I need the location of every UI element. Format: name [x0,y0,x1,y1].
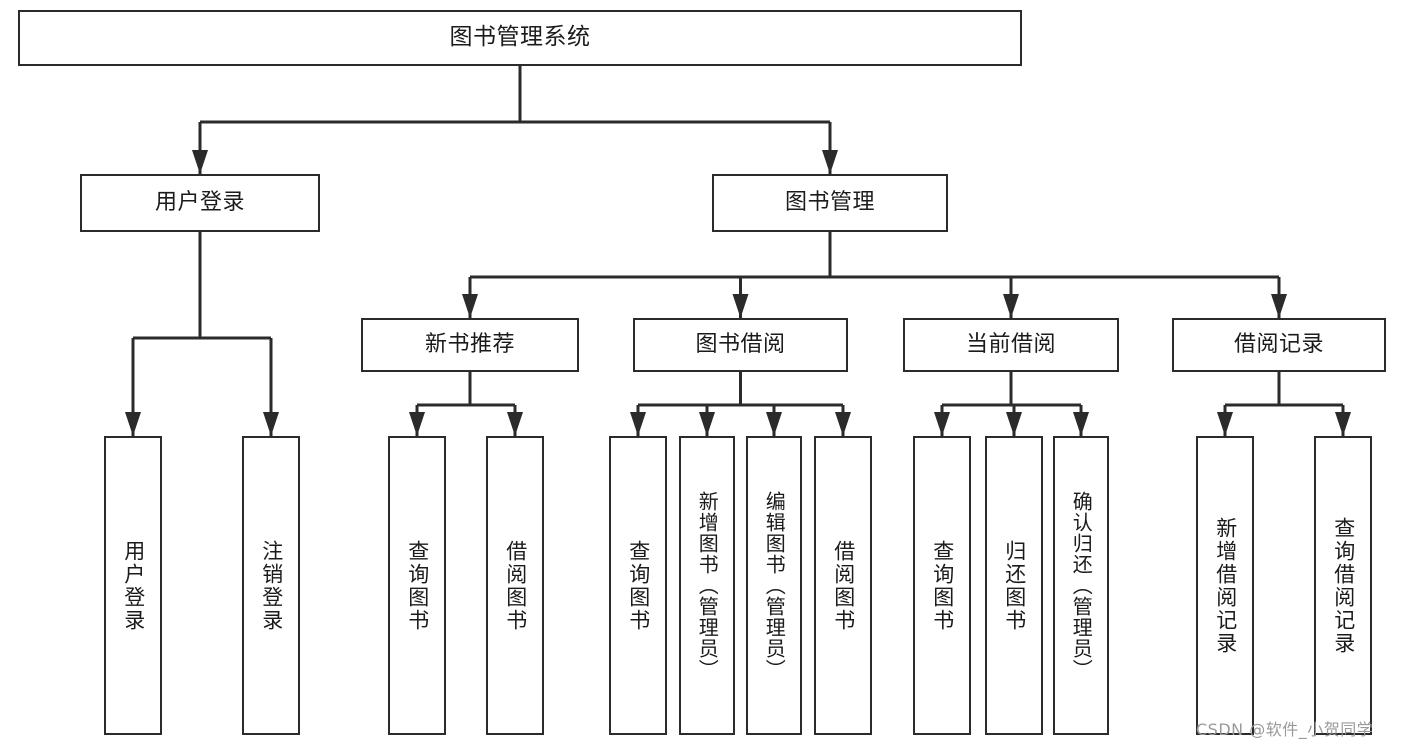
node-leaf-logout[interactable]: 注销登录 [242,436,300,735]
node-label: 查询图书 [930,539,955,632]
node-label: 查询借阅记录 [1331,516,1356,655]
node-root[interactable]: 图书管理系统 [18,10,1022,66]
node-new-book-rec[interactable]: 新书推荐 [361,318,579,372]
node-leaf-return-book[interactable]: 归还图书 [985,436,1043,735]
node-leaf-query-book-1[interactable]: 查询图书 [388,436,446,735]
node-label: 借阅图书 [831,539,856,632]
node-label: 借阅记录 [1233,332,1324,358]
node-leaf-user-login[interactable]: 用户登录 [104,436,162,735]
node-borrow-record[interactable]: 借阅记录 [1172,318,1386,372]
node-label: 当前借阅 [965,332,1056,358]
node-leaf-query-book-2[interactable]: 查询图书 [609,436,667,735]
node-book-manage[interactable]: 图书管理 [712,174,948,232]
node-leaf-query-record[interactable]: 查询借阅记录 [1314,436,1372,735]
node-leaf-query-book-3[interactable]: 查询图书 [913,436,971,735]
node-leaf-add-record[interactable]: 新增借阅记录 [1196,436,1254,735]
node-leaf-add-book[interactable]: 新增图书（管理员） [679,436,735,735]
node-label: 新增借阅记录 [1213,516,1238,655]
node-label: 新增图书（管理员） [695,491,720,680]
node-user-login[interactable]: 用户登录 [80,174,320,232]
node-label: 归还图书 [1002,539,1027,632]
node-label: 用户登录 [154,190,245,216]
node-label: 查询图书 [405,539,430,632]
node-label: 图书借阅 [695,332,786,358]
node-leaf-edit-book[interactable]: 编辑图书（管理员） [746,436,802,735]
node-label: 查询图书 [626,539,651,632]
node-current-borrow[interactable]: 当前借阅 [903,318,1119,372]
node-label: 图书管理系统 [449,24,591,51]
node-label: 用户登录 [121,539,146,632]
node-book-borrow[interactable]: 图书借阅 [633,318,848,372]
node-label: 注销登录 [259,539,284,632]
csdn-watermark: CSDN @软件_小贺同学 [1196,720,1374,739]
node-label: 借阅图书 [503,539,528,632]
node-label: 确认归还（管理员） [1069,491,1094,680]
node-leaf-borrow-book-2[interactable]: 借阅图书 [814,436,872,735]
node-label: 编辑图书（管理员） [762,491,787,680]
node-label: 图书管理 [784,190,875,216]
node-leaf-confirm-return[interactable]: 确认归还（管理员） [1053,436,1109,735]
node-leaf-borrow-book-1[interactable]: 借阅图书 [486,436,544,735]
node-label: 新书推荐 [424,332,515,358]
